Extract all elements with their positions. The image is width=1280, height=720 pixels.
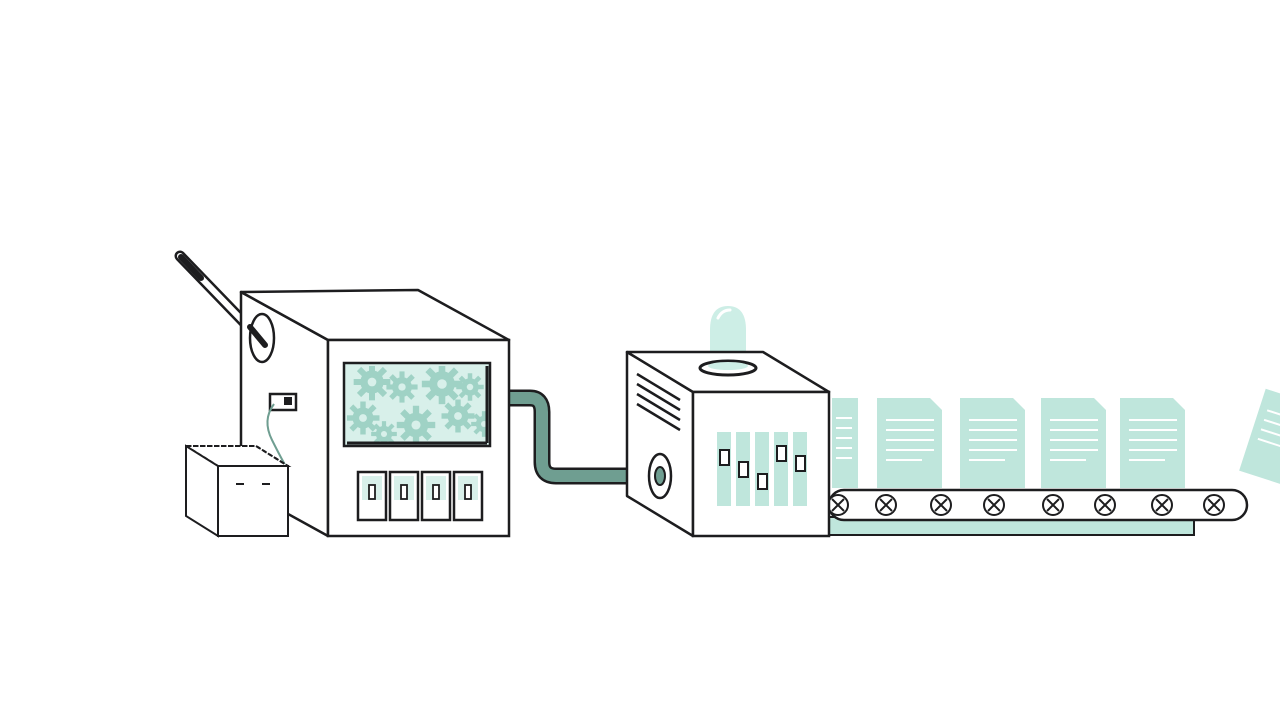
switch-panel xyxy=(356,470,484,522)
roller-icon xyxy=(1151,494,1173,516)
vent-icon xyxy=(636,372,681,432)
light-bulb-icon xyxy=(710,306,746,365)
switch-icon xyxy=(452,470,484,522)
document-icon xyxy=(960,398,1025,488)
document-icon xyxy=(1041,398,1106,488)
machine-window xyxy=(342,361,492,448)
input-cube xyxy=(182,444,292,538)
switch-icon xyxy=(356,470,388,522)
roller-icon xyxy=(1094,494,1116,516)
roller-icon xyxy=(827,494,849,516)
slider-knob-icon xyxy=(776,445,787,462)
documents-group xyxy=(832,388,1280,488)
falling-document-icon xyxy=(1239,388,1280,488)
belt-rollers xyxy=(827,494,1225,516)
roller-icon xyxy=(930,494,952,516)
printer-machine xyxy=(625,306,831,538)
pipe-coupling-icon xyxy=(647,452,673,500)
slider-knob-icon xyxy=(738,461,749,478)
equalizer-panel xyxy=(717,432,807,506)
switch-icon xyxy=(388,470,420,522)
roller-icon xyxy=(1042,494,1064,516)
connecting-pipe xyxy=(508,389,660,485)
roller-icon xyxy=(1203,494,1225,516)
slider-knob-icon xyxy=(795,455,806,472)
slider-knob-icon xyxy=(719,449,730,466)
switch-icon xyxy=(420,470,452,522)
document-icon xyxy=(1120,398,1185,488)
roller-icon xyxy=(983,494,1005,516)
conveyor-belt xyxy=(827,488,1249,536)
document-icon xyxy=(832,398,858,488)
slider-knob-icon xyxy=(757,473,768,490)
document-icon xyxy=(877,398,942,488)
roller-icon xyxy=(875,494,897,516)
